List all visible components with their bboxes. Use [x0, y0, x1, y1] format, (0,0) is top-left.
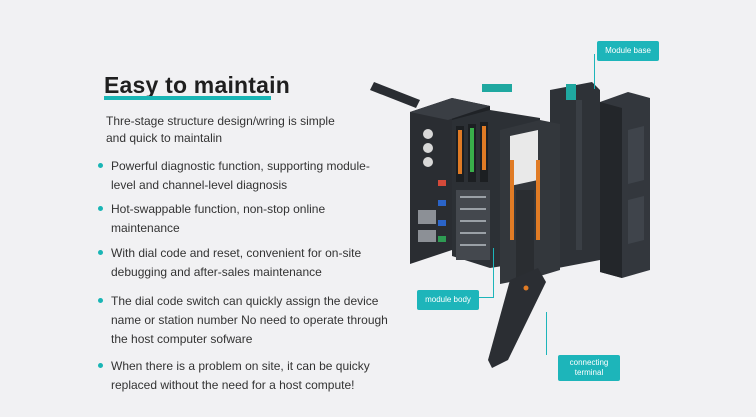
- heading-underline: [104, 96, 271, 100]
- callout-module-body: module body: [417, 290, 479, 310]
- section-heading: Easy to maintain: [104, 72, 290, 98]
- callout-label: Module base: [605, 46, 651, 55]
- feature-text: Powerful diagnostic function, supporting…: [111, 159, 370, 192]
- callout-label: connecting terminal: [569, 358, 609, 377]
- leader-line: [479, 297, 493, 298]
- leader-line: [493, 248, 494, 298]
- feature-text: When there is a problem on site, it can …: [111, 359, 370, 392]
- product-exploded-view: [370, 82, 650, 368]
- bullet-icon: [98, 206, 103, 211]
- feature-text: The dial code switch can quickly assign …: [111, 294, 388, 346]
- bullet-icon: [98, 298, 103, 303]
- feature-text: With dial code and reset, convenient for…: [111, 246, 362, 279]
- callout-module-base: Module base: [597, 41, 659, 61]
- module-body-illustration: [500, 120, 560, 284]
- leader-line: [594, 54, 595, 89]
- module-base-illustration: [600, 92, 650, 278]
- callout-connecting-terminal: connecting terminal: [558, 355, 620, 381]
- leader-line: [546, 312, 547, 355]
- callout-label: module body: [425, 295, 471, 304]
- feature-text: Hot-swappable function, non-stop online …: [111, 202, 326, 235]
- bullet-icon: [98, 250, 103, 255]
- bullet-icon: [98, 163, 103, 168]
- section-subtitle: Thre-stage structure design/wring is sim…: [106, 114, 335, 145]
- rail-illustration: [550, 82, 600, 268]
- connecting-terminal-illustration: [488, 268, 546, 368]
- bullet-icon: [98, 363, 103, 368]
